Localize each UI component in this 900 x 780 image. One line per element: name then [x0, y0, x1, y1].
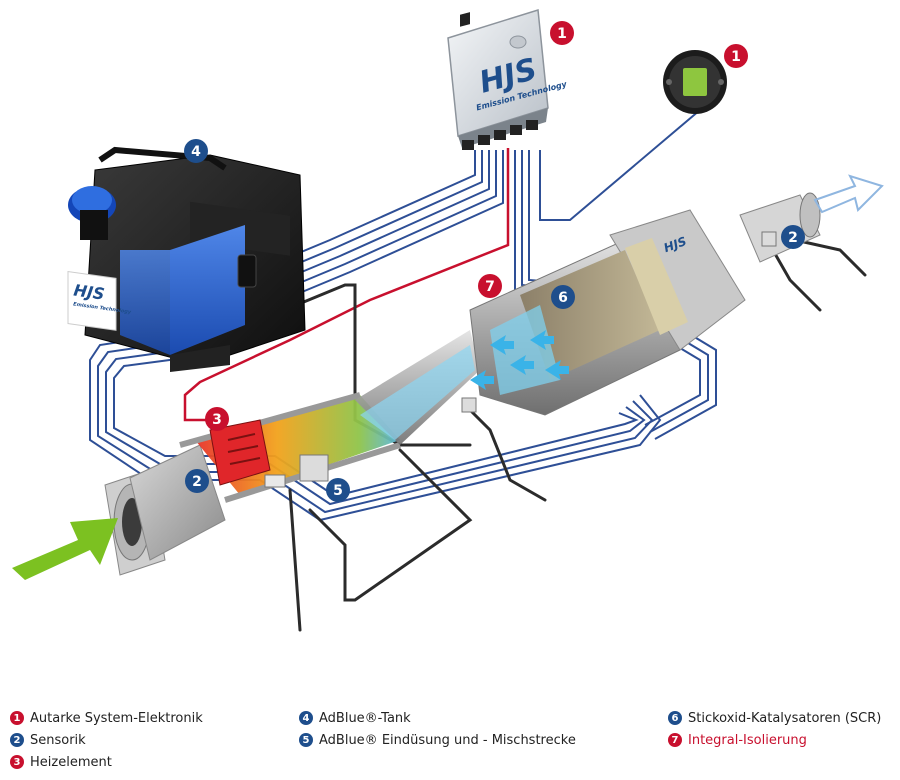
legend-number: 4 — [299, 711, 313, 725]
callout-badge: 2 — [185, 469, 209, 493]
svg-text:3: 3 — [212, 412, 222, 428]
legend: 1 Autarke System-Elektronik 2 Sensorik 3… — [0, 700, 900, 780]
callout-badge: 4 — [184, 139, 208, 163]
legend-label: Sensorik — [30, 732, 86, 748]
adblue-tank: HJS Emission Technology — [67, 146, 306, 372]
legend-label: Integral-Isolierung — [688, 732, 807, 748]
legend-number: 2 — [10, 733, 24, 747]
sensor-cables — [258, 238, 867, 632]
inflow-arrow — [12, 518, 118, 580]
legend-number: 6 — [668, 711, 682, 725]
svg-text:4: 4 — [191, 144, 201, 160]
legend-item: 3 Heizelement — [10, 752, 112, 772]
exhaust-system-diagram: HJS Emission Technology 1 1 HJS Emission… — [12, 9, 884, 632]
legend-item: 2 Sensorik — [10, 730, 86, 750]
heater-wire — [183, 148, 510, 422]
legend-number: 7 — [668, 733, 682, 747]
legend-number: 5 — [299, 733, 313, 747]
legend-label: Stickoxid-Katalysatoren (SCR) — [688, 710, 882, 726]
callout-badge: 6 — [551, 285, 575, 309]
outflow-arrow — [813, 174, 884, 214]
svg-text:7: 7 — [485, 279, 495, 295]
svg-text:1: 1 — [731, 49, 741, 65]
callout-badge: 1 — [550, 21, 574, 45]
svg-text:1: 1 — [557, 26, 567, 42]
callout-badge: 1 — [724, 44, 748, 68]
svg-text:6: 6 — [558, 290, 568, 306]
legend-label: AdBlue® Eindüsung und - Mischstrecke — [319, 732, 576, 748]
callout-badge: 5 — [326, 478, 350, 502]
exhaust-line: HJS — [104, 192, 821, 576]
callout-badge: 7 — [478, 274, 502, 298]
legend-number: 1 — [10, 711, 24, 725]
legend-label: Heizelement — [30, 754, 112, 770]
legend-label: Autarke System-Elektronik — [30, 710, 203, 726]
legend-item: 7 Integral-Isolierung — [668, 730, 807, 750]
legend-item: 5 AdBlue® Eindüsung und - Mischstrecke — [299, 730, 576, 750]
system-electronics-unit: HJS Emission Technology — [447, 9, 568, 150]
legend-item: 1 Autarke System-Elektronik — [10, 708, 203, 728]
legend-label: AdBlue®-Tank — [319, 710, 411, 726]
svg-text:2: 2 — [788, 230, 798, 246]
callout-badge: 2 — [781, 225, 805, 249]
callout-badge: 3 — [205, 407, 229, 431]
svg-text:2: 2 — [192, 474, 202, 490]
tank-logo: HJS — [73, 281, 106, 304]
legend-item: 4 AdBlue®-Tank — [299, 708, 411, 728]
svg-text:5: 5 — [333, 483, 343, 499]
legend-item: 6 Stickoxid-Katalysatoren (SCR) — [668, 708, 881, 728]
legend-number: 3 — [10, 755, 24, 769]
dashboard-display — [663, 50, 727, 114]
